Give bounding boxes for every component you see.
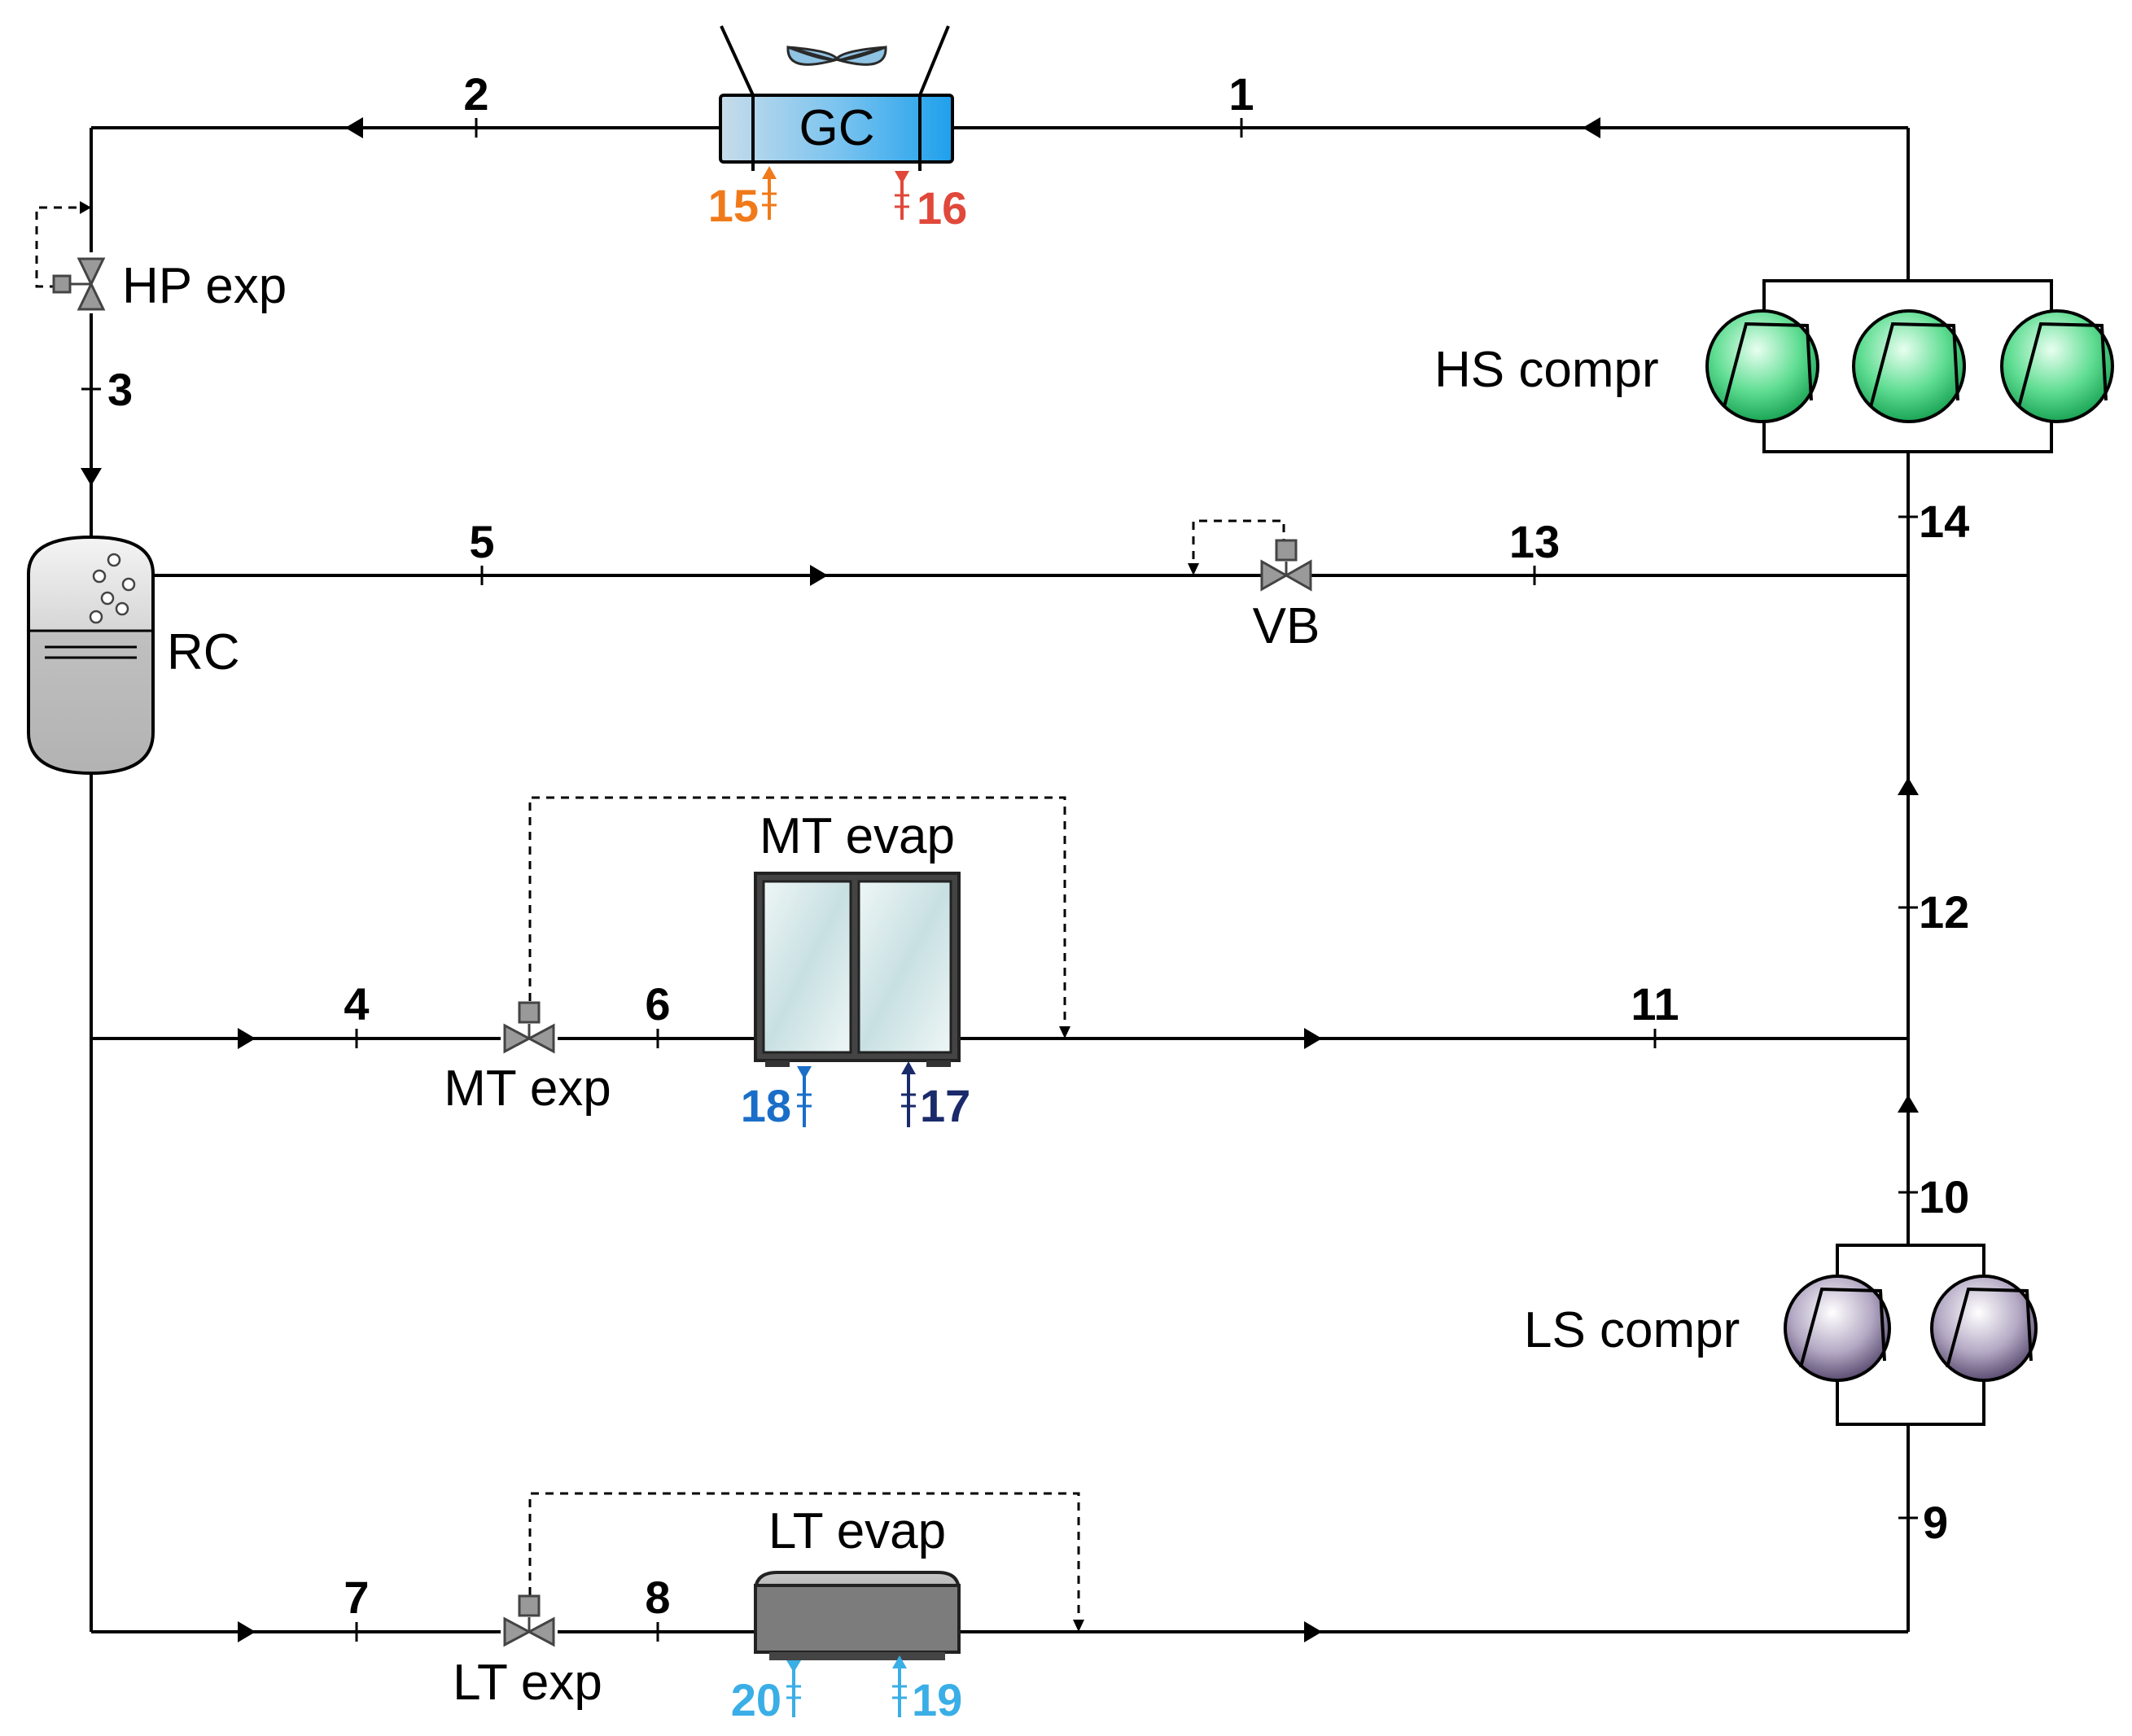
lt-exp-valve: LT exp xyxy=(453,1594,602,1711)
point-1: 1 xyxy=(1228,68,1254,120)
arrow-right-5 xyxy=(810,565,828,586)
rc-label: RC xyxy=(167,624,240,680)
hs-compr-label: HS compr xyxy=(1434,342,1659,398)
point-20: 20 xyxy=(731,1674,781,1725)
hs-compressor-1 xyxy=(1705,309,1819,423)
vb-label: VB xyxy=(1253,598,1320,654)
arrow-right-11 xyxy=(1304,1028,1322,1049)
point-5: 5 xyxy=(469,516,494,567)
arrow-up-10 xyxy=(1898,1095,1919,1113)
arrow-down-3 xyxy=(81,468,102,486)
mt-exp-valve: MT exp xyxy=(444,1001,611,1117)
arrow-left-1 xyxy=(1583,117,1600,138)
hp-exp-valve: HP exp xyxy=(52,257,287,314)
point-13: 13 xyxy=(1509,516,1560,567)
state-point-ticks xyxy=(81,118,1918,1642)
vb-valve: VB xyxy=(1253,539,1320,654)
arrow-right-4 xyxy=(238,1028,256,1049)
arrow-up-12 xyxy=(1898,777,1919,795)
point-7: 7 xyxy=(344,1572,369,1623)
point-17: 17 xyxy=(920,1080,970,1131)
lt-evap-label: LT evap xyxy=(768,1503,946,1559)
mt-evaporator: MT evap xyxy=(754,808,961,1067)
hs-compressor-2 xyxy=(1852,309,1966,423)
ls-compressor-group: LS compr xyxy=(1524,1244,2038,1426)
flow-arrows xyxy=(81,117,1919,1642)
control-lines xyxy=(35,201,1285,1632)
lt-exp-label: LT exp xyxy=(453,1655,602,1711)
mt-secondary-stream-in: 17 xyxy=(901,1061,970,1131)
ls-compr-label: LS compr xyxy=(1524,1302,1740,1358)
hs-compressor-group: HS compr xyxy=(1434,279,2114,453)
fan-icon xyxy=(786,46,887,66)
arrow-left-2 xyxy=(345,117,363,138)
hp-exp-label: HP exp xyxy=(122,258,287,314)
mt-secondary-stream-out: 18 xyxy=(741,1066,812,1131)
point-10: 10 xyxy=(1919,1171,1969,1222)
mt-evap-label: MT evap xyxy=(760,808,955,864)
point-8: 8 xyxy=(645,1572,670,1623)
mt-exp-label: MT exp xyxy=(444,1060,611,1117)
lt-evaporator: LT evap xyxy=(754,1503,961,1660)
point-14: 14 xyxy=(1919,496,1969,547)
point-15: 15 xyxy=(708,180,759,231)
ls-compressor-1 xyxy=(1784,1275,1891,1382)
state-point-labels: 1 2 3 5 13 14 4 6 11 12 10 9 7 8 xyxy=(107,68,1969,1623)
lt-secondary-stream-in: 19 xyxy=(892,1655,962,1725)
receiver-tank: RC xyxy=(27,535,240,776)
ls-compressor-2 xyxy=(1930,1275,2038,1382)
gas-cooler: GC xyxy=(719,25,954,171)
gc-secondary-stream-out: 16 xyxy=(895,171,967,234)
point-11: 11 xyxy=(1631,978,1679,1030)
arrow-right-7 xyxy=(238,1621,256,1642)
point-3: 3 xyxy=(107,364,133,415)
hs-compressor-3 xyxy=(2000,309,2114,423)
arrow-right-lt xyxy=(1304,1621,1322,1642)
point-12: 12 xyxy=(1919,886,1969,938)
point-2: 2 xyxy=(463,68,488,120)
point-16: 16 xyxy=(917,182,967,234)
gc-secondary-stream-in: 15 xyxy=(708,166,777,231)
lt-secondary-stream-out: 20 xyxy=(731,1660,801,1725)
point-19: 19 xyxy=(912,1674,962,1725)
point-9: 9 xyxy=(1923,1497,1948,1548)
pipes xyxy=(90,126,1910,1633)
point-18: 18 xyxy=(741,1080,791,1131)
point-4: 4 xyxy=(344,978,369,1030)
point-6: 6 xyxy=(645,978,670,1030)
gc-label: GC xyxy=(799,100,875,156)
